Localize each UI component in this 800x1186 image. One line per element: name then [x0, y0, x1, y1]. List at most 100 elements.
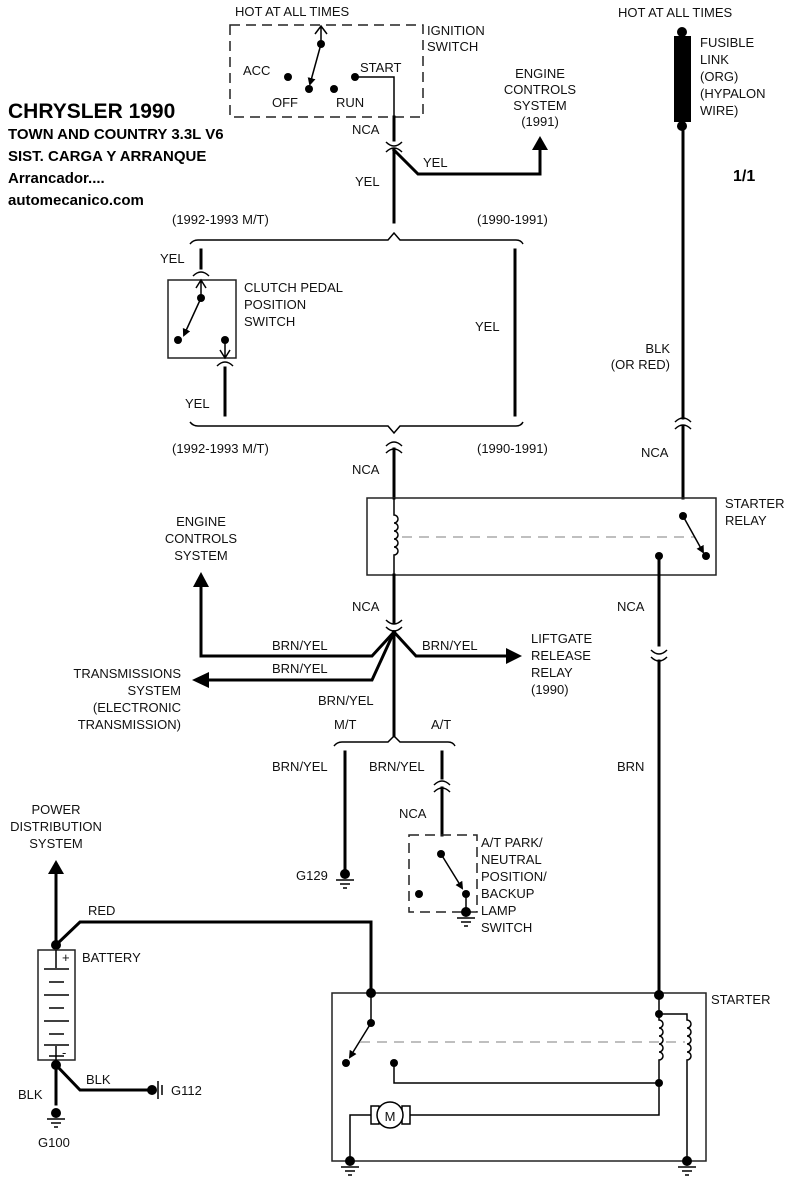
ground-g112: G112	[147, 1081, 202, 1099]
battery: + - BATTERY	[37, 940, 141, 1070]
yel-label-9091: YEL	[475, 319, 500, 334]
engine-controls-1991: ENGINE CONTROLS SYSTEM (1991)	[504, 66, 577, 129]
yel-label-main: YEL	[355, 174, 380, 189]
nca-label-3: NCA	[641, 445, 669, 460]
arrow-right-icon	[506, 648, 522, 664]
ec-top-line-4: (1991)	[521, 114, 559, 129]
variant-mt-top: (1992-1993 M/T)	[172, 212, 269, 227]
ground-icon	[678, 1166, 696, 1176]
fusible-label-1: FUSIBLE	[700, 35, 755, 50]
ignition-name-2: SWITCH	[427, 39, 478, 54]
fusible-link: FUSIBLE LINK (ORG) (HYPALON WIRE)	[674, 27, 766, 131]
brn-yel-transmission	[205, 630, 396, 682]
arrow-up-icon	[48, 860, 64, 874]
pn-wiper	[440, 853, 464, 890]
ignition-off-contact	[305, 85, 313, 93]
pn-contact-b	[415, 890, 423, 898]
trans-line-2: SYSTEM	[128, 683, 181, 698]
variant-at: A/T	[431, 717, 451, 732]
liftgate-line-4: (1990)	[531, 682, 569, 697]
ground-g129: G129	[296, 868, 354, 889]
engine-controls-system: ENGINE CONTROLS SYSTEM	[165, 514, 238, 563]
ec-top-line-1: ENGINE	[515, 66, 565, 81]
starter: STARTER M	[331, 988, 770, 1176]
brn-yel-label-liftgate: BRN/YEL	[422, 638, 478, 653]
arrow-up-icon	[532, 136, 548, 150]
liftgate-line-3: RELAY	[531, 665, 573, 680]
ignition-switch-box	[229, 24, 424, 118]
brn-yel-label-ec: BRN/YEL	[272, 638, 328, 653]
pn-label-2: NEUTRAL	[481, 852, 542, 867]
ignition-wiper	[307, 43, 322, 86]
battery-label: BATTERY	[82, 950, 141, 965]
starter-relay: STARTER RELAY	[366, 496, 784, 576]
title-system: SIST. CARGA Y ARRANQUE	[8, 148, 206, 165]
connector-clutch-in	[192, 271, 210, 277]
connector-clutch-out	[216, 361, 234, 367]
ground-icon	[336, 879, 354, 889]
brn-yel-label-trans: BRN/YEL	[272, 661, 328, 676]
starter-ground-right-terminal	[682, 1156, 692, 1166]
g129-label: G129	[296, 868, 328, 883]
red-label: RED	[88, 903, 115, 918]
nca-label-5: NCA	[352, 599, 380, 614]
pn-label-3: POSITION/	[481, 869, 547, 884]
pull-in-coil	[658, 1014, 664, 1082]
pds-line-3: SYSTEM	[29, 836, 82, 851]
starter-label: STARTER	[711, 992, 770, 1007]
hold-in-coil	[659, 1013, 692, 1160]
motor-feed-wire	[410, 1083, 660, 1116]
pds-line-2: DISTRIBUTION	[10, 819, 102, 834]
connector-c4	[650, 649, 668, 662]
blk-label: BLK	[645, 341, 670, 356]
g100-terminal	[51, 1108, 61, 1118]
pn-label-1: A/T PARK/	[481, 835, 543, 850]
ec-mid-line-3: SYSTEM	[174, 548, 227, 563]
pn-ground-terminal	[461, 907, 471, 917]
ignition-start-label: START	[360, 60, 401, 75]
liftgate-release-relay: LIFTGATE RELEASE RELAY (1990)	[531, 631, 592, 697]
park-neutral-box	[408, 834, 478, 913]
liftgate-line-1: LIFTGATE	[531, 631, 592, 646]
power-distribution-system: POWER DISTRIBUTION SYSTEM	[10, 802, 102, 851]
ignition-acc-label: ACC	[243, 63, 270, 78]
ignition-switch: HOT AT ALL TIMES IGNITION SWITCH ACC OFF…	[229, 4, 485, 118]
title-model: TOWN AND COUNTRY 3.3L V6	[8, 126, 224, 143]
fusible-label-5: WIRE)	[700, 103, 738, 118]
clutch-label-3: SWITCH	[244, 314, 295, 329]
title-component: Arrancador....	[8, 170, 105, 187]
yel-label-clutch-in: YEL	[160, 251, 185, 266]
ec-mid-line-2: CONTROLS	[165, 531, 238, 546]
fusible-link-body	[674, 36, 691, 122]
starter-relay-label-1: STARTER	[725, 496, 784, 511]
nca-label-1: NCA	[352, 122, 380, 137]
clutch-label-2: POSITION	[244, 297, 306, 312]
ground-icon	[157, 1081, 163, 1099]
starter-relay-label-2: RELAY	[725, 513, 767, 528]
g100-label: G100	[38, 1135, 70, 1150]
brn-yel-liftgate	[391, 629, 510, 658]
ignition-run-contact	[330, 85, 338, 93]
title-site: automecanico.com	[8, 192, 144, 209]
motor-icon: M	[370, 1101, 411, 1129]
ignition-off-label: OFF	[272, 95, 298, 110]
relay-armature	[682, 515, 704, 554]
variant-mt-bottom: (1992-1993 M/T)	[172, 441, 269, 456]
nca-label-4: NCA	[617, 599, 645, 614]
yel-label-clutch-out: YEL	[185, 396, 210, 411]
trans-line-4: TRANSMISSION)	[78, 717, 181, 732]
pn-label-6: SWITCH	[481, 920, 532, 935]
yel-wire-engine-controls	[391, 146, 542, 176]
pn-label-4: BACKUP	[481, 886, 534, 901]
starter-ground-left-terminal	[345, 1156, 355, 1166]
ignition-name-1: IGNITION	[427, 23, 485, 38]
ground-icon	[47, 1118, 65, 1128]
relay-coil	[393, 498, 399, 575]
nca-label-2: NCA	[352, 462, 380, 477]
starter-relay-box	[366, 497, 717, 576]
fusible-label-4: (HYPALON	[700, 86, 766, 101]
ground-icon	[341, 1166, 359, 1176]
clutch-switch-label: CLUTCH PEDAL POSITION SWITCH	[244, 280, 343, 329]
pds-line-1: POWER	[31, 802, 80, 817]
